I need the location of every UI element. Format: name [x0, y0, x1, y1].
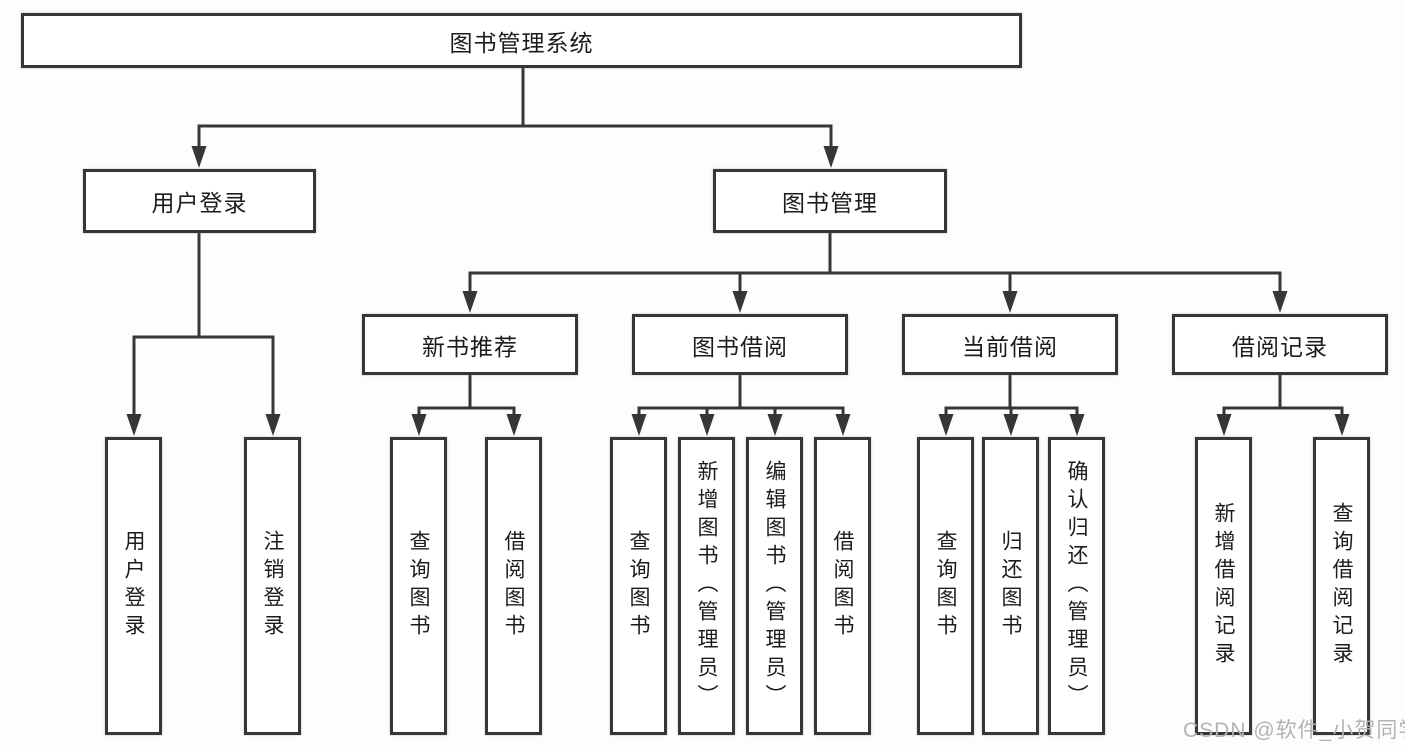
- node-label: 新增图书（管理员）: [695, 460, 718, 712]
- leaf-logout: 注销登录: [244, 437, 301, 735]
- node-user-login: 用户登录: [83, 169, 316, 233]
- node-label: 新增借阅记录: [1212, 502, 1235, 670]
- leaf-return-books: 归还图书: [982, 437, 1039, 735]
- node-label: 归还图书: [999, 530, 1022, 642]
- node-library-system: 图书管理系统: [21, 13, 1022, 68]
- node-book-borrowing: 图书借阅: [632, 314, 848, 375]
- node-label: 当前借阅: [962, 333, 1058, 360]
- node-label: 确认归还（管理员）: [1065, 460, 1088, 712]
- node-label: 借阅记录: [1232, 333, 1328, 360]
- leaf-query-books-recommend: 查询图书: [390, 437, 447, 735]
- node-label: 图书借阅: [692, 333, 788, 360]
- node-label: 查询借阅记录: [1330, 502, 1353, 670]
- node-label: 用户登录: [151, 190, 248, 216]
- node-label: 查询图书: [627, 530, 650, 642]
- leaf-query-books-current: 查询图书: [917, 437, 974, 735]
- node-label: 图书管理: [782, 190, 878, 216]
- leaf-borrow-books-recommend: 借阅图书: [485, 437, 542, 735]
- leaf-add-borrow-record: 新增借阅记录: [1195, 437, 1252, 735]
- node-book-management: 图书管理: [713, 169, 947, 233]
- leaf-confirm-return-admin: 确认归还（管理员）: [1048, 437, 1105, 735]
- node-label: 编辑图书（管理员）: [763, 460, 786, 712]
- leaf-edit-books-admin: 编辑图书（管理员）: [746, 437, 803, 735]
- leaf-borrow-books: 借阅图书: [814, 437, 871, 735]
- node-label: 图书管理系统: [449, 29, 594, 56]
- node-label: 新书推荐: [422, 333, 518, 360]
- node-label: 查询图书: [934, 530, 957, 642]
- csdn-watermark: CSDN @软件_小贺同学: [1183, 719, 1405, 742]
- node-borrowing-records: 借阅记录: [1172, 314, 1388, 375]
- leaf-add-books-admin: 新增图书（管理员）: [678, 437, 735, 735]
- leaf-user-login: 用户登录: [105, 437, 162, 735]
- leaf-query-borrow-record: 查询借阅记录: [1313, 437, 1370, 735]
- node-label: 借阅图书: [502, 530, 525, 642]
- node-current-borrowing: 当前借阅: [902, 314, 1118, 375]
- node-label: 注销登录: [261, 530, 284, 642]
- node-label: 借阅图书: [831, 530, 854, 642]
- node-new-book-recommend: 新书推荐: [362, 314, 578, 375]
- leaf-query-books-borrow: 查询图书: [610, 437, 667, 735]
- node-label: 用户登录: [122, 530, 145, 642]
- node-label: 查询图书: [407, 530, 430, 642]
